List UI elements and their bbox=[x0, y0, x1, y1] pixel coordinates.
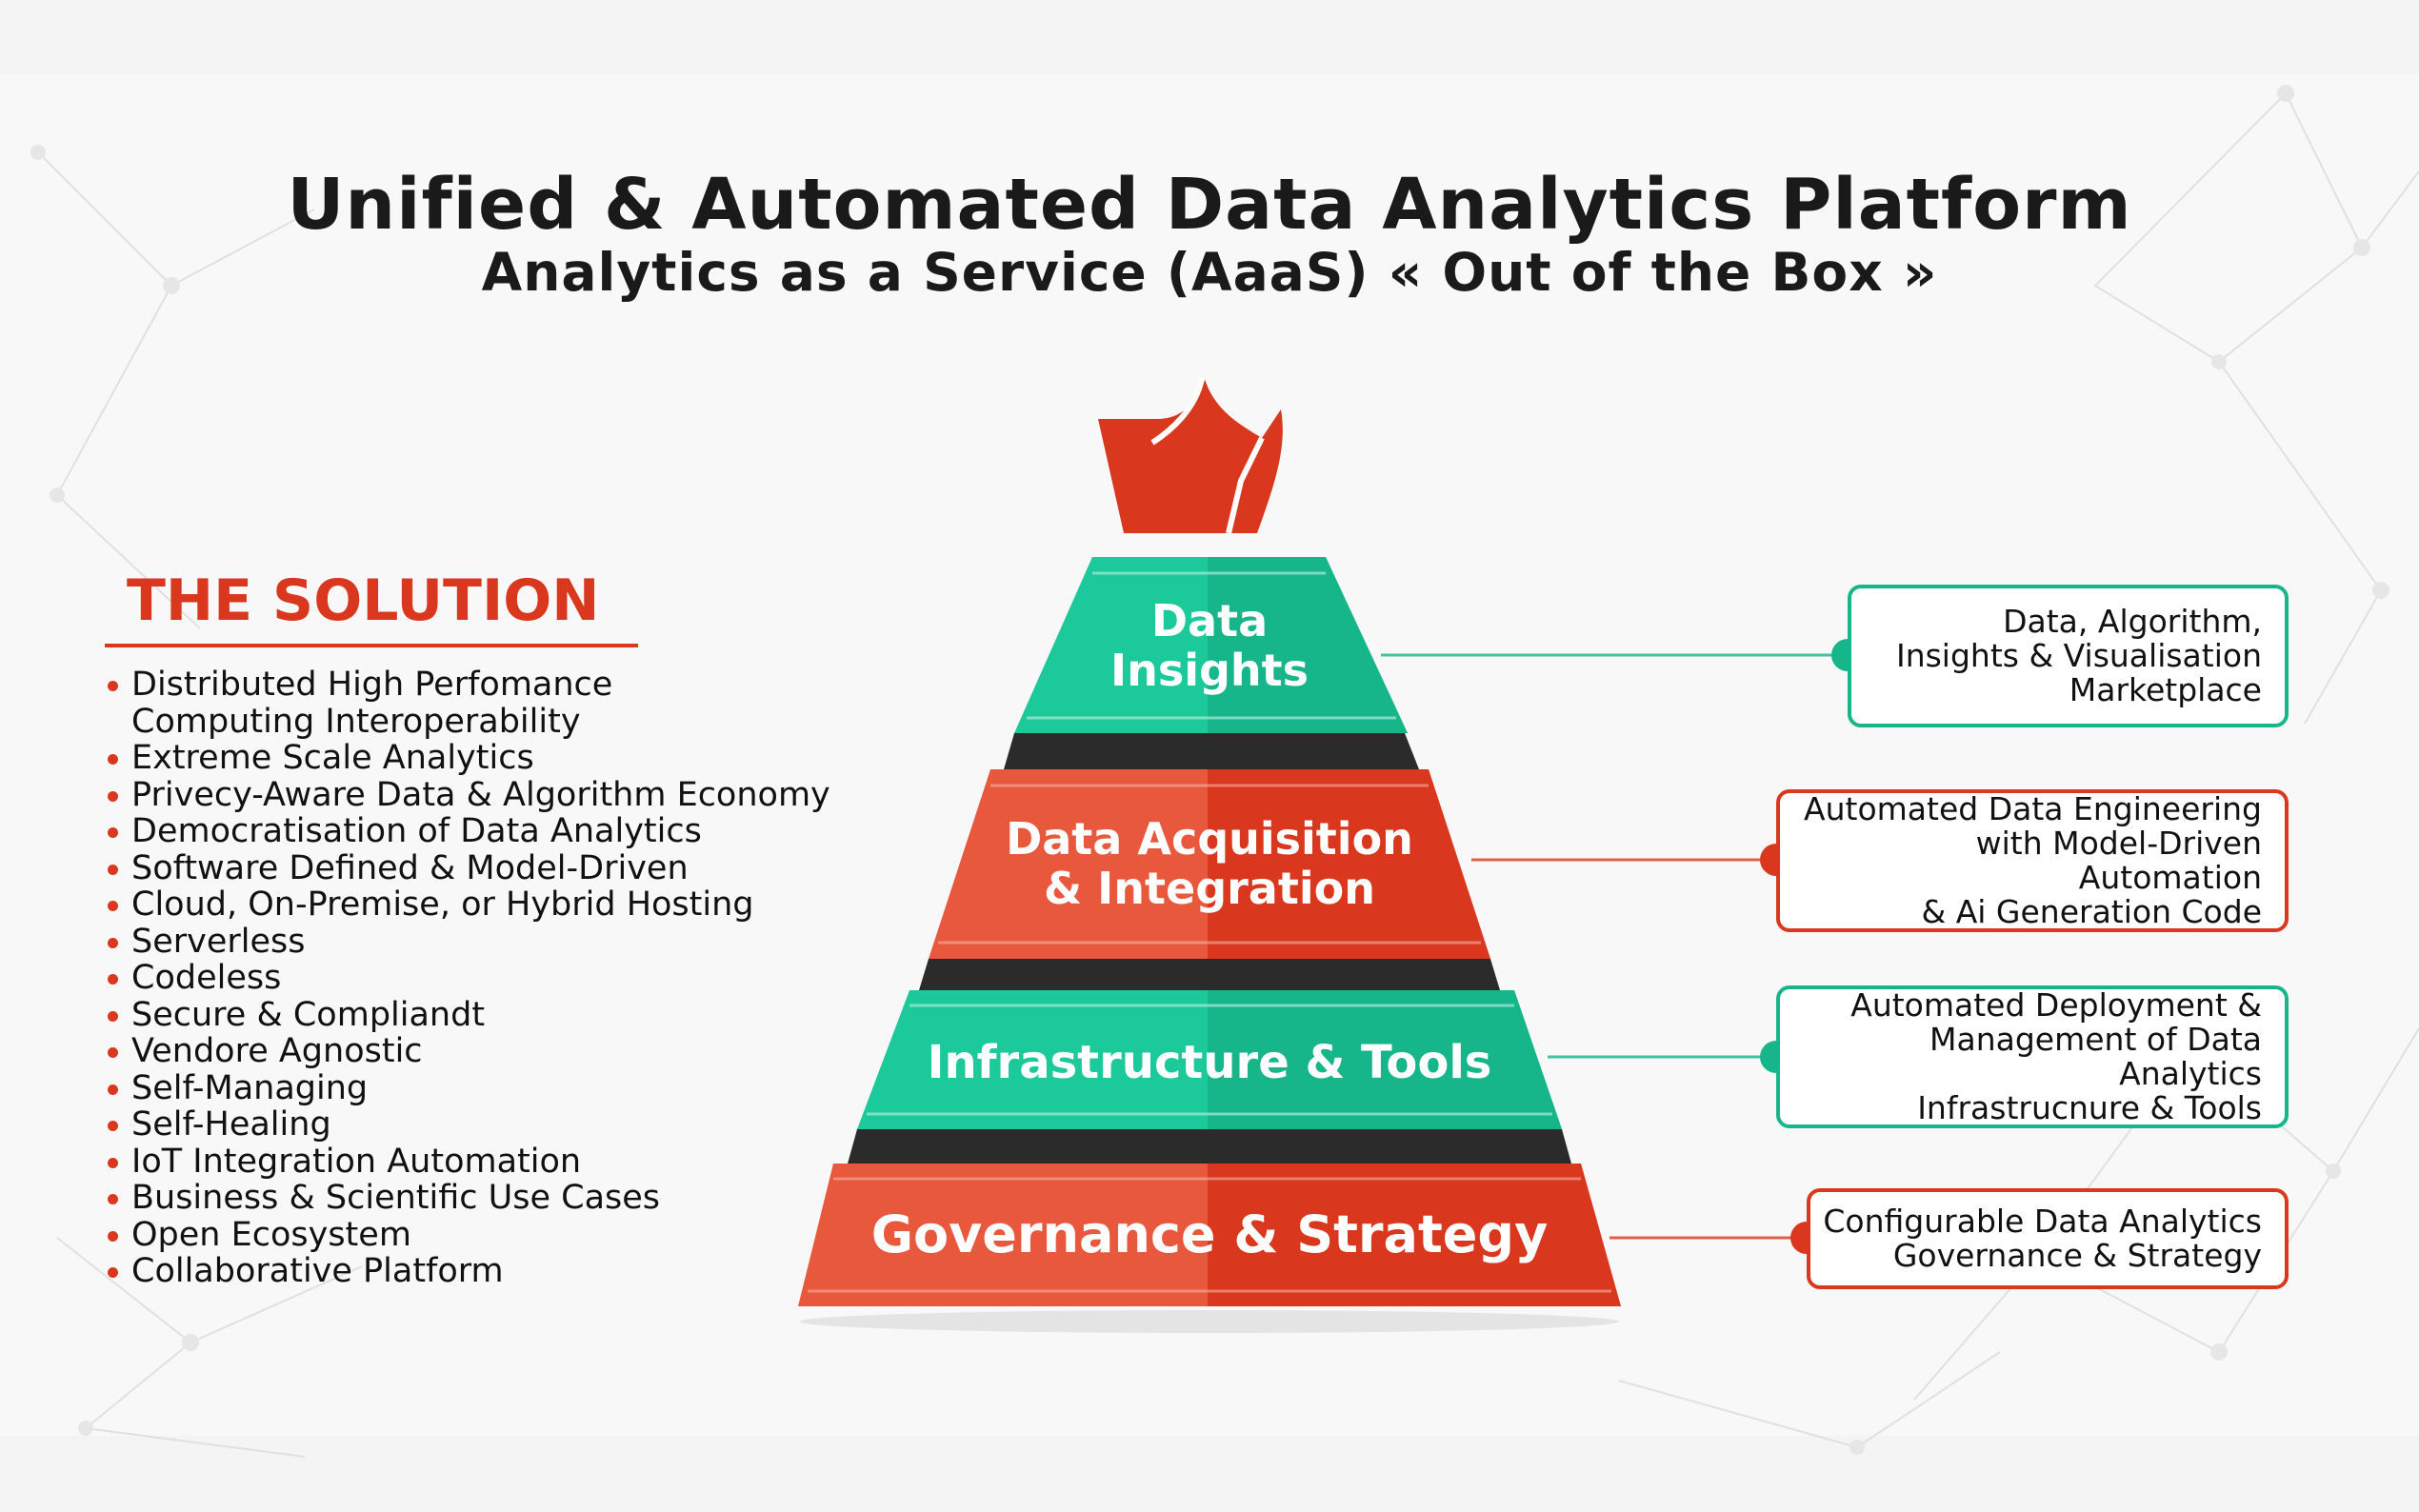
callout-text: Configurable Data Analytics Governance &… bbox=[1823, 1203, 2262, 1274]
tier-label: Governance & Strategy bbox=[870, 1204, 1549, 1264]
list-item: Extreme Scale Analytics bbox=[105, 740, 830, 777]
solution-divider bbox=[105, 644, 638, 647]
list-item: Collaborative Platform bbox=[105, 1253, 830, 1290]
crown-icon bbox=[1098, 378, 1283, 534]
tier-connector bbox=[848, 1129, 1571, 1164]
tier-data-acquisition bbox=[929, 769, 1490, 959]
list-item: Self-Healing bbox=[105, 1106, 830, 1144]
tier-label: Infrastructure & Tools bbox=[927, 1036, 1492, 1089]
callout-text: Data, Algorithm, Insights & Visualisatio… bbox=[1895, 603, 2262, 708]
list-item: Open Ecosystem bbox=[105, 1216, 830, 1254]
list-item: Distributed High Perfomance Computing In… bbox=[105, 666, 830, 740]
callout-data-engineering: Automated Data Engineering with Model-Dr… bbox=[1776, 789, 2289, 932]
tier-data-insights bbox=[1014, 557, 1408, 733]
solution-list: Distributed High Perfomance Computing In… bbox=[105, 666, 830, 1290]
callout-governance: Configurable Data Analytics Governance &… bbox=[1807, 1188, 2289, 1289]
list-item: IoT Integration Automation bbox=[105, 1143, 830, 1181]
page-title: Unified & Automated Data Analytics Platf… bbox=[287, 164, 2132, 246]
callout-deployment: Automated Deployment & Management of Dat… bbox=[1776, 985, 2289, 1128]
tier-infrastructure bbox=[857, 990, 1562, 1129]
list-item: Privecy-Aware Data & Algorithm Economy bbox=[105, 776, 830, 814]
callout-text: Automated Deployment & Management of Dat… bbox=[1850, 986, 2262, 1126]
list-item: Secure & Compliandt bbox=[105, 996, 830, 1034]
list-item: Business & Scientific Use Cases bbox=[105, 1180, 830, 1217]
list-item: Serverless bbox=[105, 923, 830, 961]
page-subtitle: Analytics as a Service (AaaS) « Out of t… bbox=[481, 242, 1938, 303]
solution-heading: THE SOLUTION bbox=[127, 567, 600, 634]
callout-marketplace: Data, Algorithm, Insights & Visualisatio… bbox=[1848, 585, 2289, 727]
pyramid-shadow bbox=[800, 1310, 1619, 1333]
callout-text: Automated Data Engineering with Model-Dr… bbox=[1804, 790, 2262, 930]
tier-connector bbox=[1004, 733, 1419, 769]
list-item: Vendore Agnostic bbox=[105, 1033, 830, 1070]
list-item: Democratisation of Data Analytics bbox=[105, 813, 830, 850]
tier-connector bbox=[919, 959, 1500, 990]
tier-label: Data Insights bbox=[1110, 595, 1309, 696]
tier-label: Data Acquisition & Integration bbox=[1006, 813, 1413, 914]
list-item: Codeless bbox=[105, 960, 830, 997]
tier-governance bbox=[798, 1164, 1621, 1306]
list-item: Software Defined & Model-Driven bbox=[105, 849, 830, 887]
list-item: Self-Managing bbox=[105, 1069, 830, 1107]
list-item: Cloud, On-Premise, or Hybrid Hosting bbox=[105, 886, 830, 924]
